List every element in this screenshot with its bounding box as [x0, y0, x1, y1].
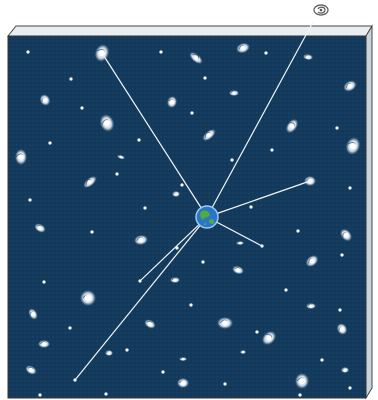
galaxy-icon: [144, 319, 156, 329]
spiral-galaxy-icon: [313, 4, 329, 16]
star: [223, 382, 227, 386]
galaxy-icon: [343, 80, 357, 92]
star: [249, 205, 253, 209]
sight-lines: [74, 21, 314, 381]
galaxy-icon: [336, 323, 348, 335]
galaxy-icon: [295, 373, 309, 389]
space-field: [7, 35, 367, 399]
star: [230, 158, 234, 162]
star: [69, 77, 73, 81]
star: [180, 183, 184, 187]
galaxy-icon: [39, 94, 51, 106]
galaxy-icon: [25, 365, 37, 375]
galaxy-icon: [105, 350, 113, 356]
sight-line: [206, 21, 314, 218]
galaxy-icon: [117, 154, 125, 160]
galaxy-icon: [15, 149, 27, 165]
star: [48, 141, 52, 145]
star: [190, 111, 194, 115]
galaxy-icon: [34, 223, 46, 233]
star: [42, 280, 46, 284]
star: [138, 279, 142, 283]
galaxy-icon: [229, 90, 239, 96]
galaxy-icon: [340, 228, 352, 242]
star: [115, 172, 119, 176]
star: [348, 186, 352, 190]
star: [28, 198, 32, 202]
galaxy-icon: [166, 96, 178, 108]
star: [298, 393, 302, 397]
star: [348, 386, 352, 390]
star: [90, 230, 94, 234]
galaxy-icon: [261, 330, 277, 346]
galaxy-icon: [305, 255, 319, 267]
galaxy-field: [15, 42, 361, 389]
galaxy-icon: [232, 265, 244, 275]
galaxy-icon: [240, 350, 246, 354]
star: [338, 308, 342, 312]
galaxy-icon: [202, 129, 216, 141]
sight-line: [206, 180, 311, 218]
galaxy-icon: [236, 42, 250, 54]
galaxy-icon: [217, 317, 233, 329]
sight-line: [101, 52, 208, 218]
star: [125, 348, 129, 352]
star: [73, 378, 77, 382]
star: [203, 76, 207, 80]
star: [264, 51, 268, 55]
star: [137, 138, 141, 142]
galaxy-icon: [179, 357, 187, 361]
star: [175, 246, 179, 250]
star: [296, 229, 300, 233]
star: [201, 260, 205, 264]
galaxy-icon: [303, 53, 313, 61]
galaxy-icon: [80, 290, 96, 306]
galaxy-icon: [177, 378, 189, 388]
galaxy-icon: [99, 114, 115, 132]
earth-icon: [195, 205, 219, 229]
box-right-face: [365, 24, 373, 400]
galaxy-icon: [172, 191, 180, 197]
galaxy-icon: [38, 340, 50, 348]
galaxy-icon: [170, 277, 180, 283]
galaxy-icon: [236, 241, 244, 245]
galaxy-icon: [345, 137, 361, 155]
galaxy-icon: [341, 367, 349, 373]
star: [161, 370, 165, 374]
star: [80, 106, 84, 110]
star: [189, 303, 193, 307]
star: [340, 253, 344, 257]
star: [255, 330, 259, 334]
star: [143, 206, 147, 210]
galaxy-icon: [304, 176, 316, 186]
star: [335, 126, 339, 130]
galaxy-icon: [83, 176, 97, 188]
sight-line: [74, 216, 208, 381]
galaxy-icon: [94, 44, 110, 62]
star: [284, 288, 288, 292]
background-stars: [26, 50, 352, 397]
sight-line: [139, 216, 208, 282]
galaxy-icon: [134, 234, 148, 246]
star: [270, 148, 274, 152]
star: [260, 244, 264, 248]
star: [104, 392, 108, 396]
galaxy-icon: [285, 118, 299, 134]
galaxy-icon: [28, 308, 38, 320]
galaxy-icon: [306, 303, 316, 309]
star: [159, 50, 163, 54]
box-top-face: [6, 25, 373, 37]
star: [38, 393, 42, 397]
galaxy-icon: [189, 52, 203, 64]
star: [68, 326, 72, 330]
star: [320, 358, 324, 362]
star: [26, 50, 30, 54]
